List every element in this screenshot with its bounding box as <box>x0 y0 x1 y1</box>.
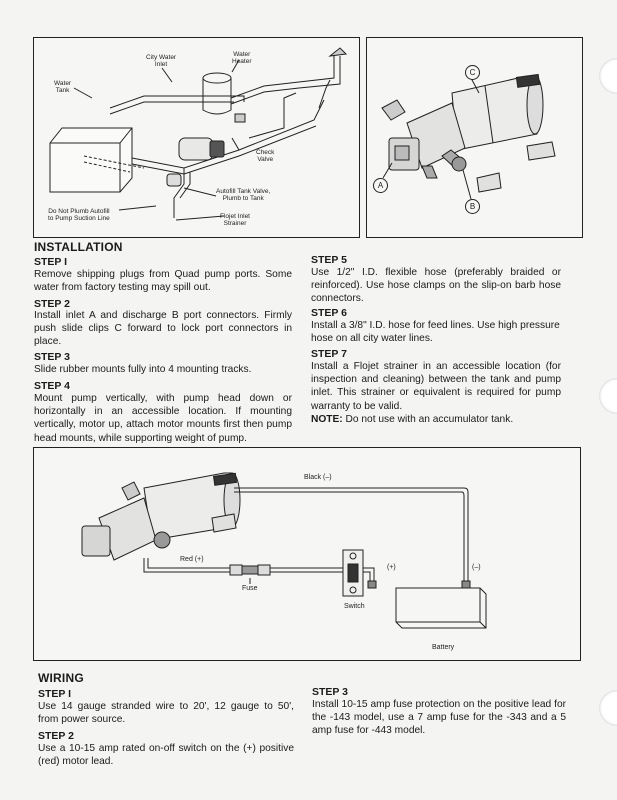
callout-b: B <box>465 199 480 214</box>
binder-hole-bottom <box>599 690 617 726</box>
label-flojet-inlet-strainer: Flojet Inlet Strainer <box>220 213 250 227</box>
install-step-5-title: STEP 5 <box>311 254 347 266</box>
label-switch: Switch <box>344 603 365 610</box>
install-step-1-text: Remove shipping plugs from Quad pump por… <box>34 269 292 294</box>
install-step-3-title: STEP 3 <box>34 351 70 363</box>
binder-hole-top <box>599 58 617 94</box>
label-black-wire: Black (–) <box>304 474 332 481</box>
install-step-4-title: STEP 4 <box>34 380 70 392</box>
install-step-1-title: STEP I <box>34 256 68 268</box>
note-text: Do not use with an accumulator tank. <box>342 414 514 425</box>
installation-heading: INSTALLATION <box>34 240 123 254</box>
pump-detail-diagram: A B C <box>366 37 583 238</box>
wiring-step-2-title: STEP 2 <box>38 730 74 742</box>
note-label: NOTE: <box>311 414 343 425</box>
wiring-step-3-text: Install 10-15 amp fuse protection on the… <box>312 699 566 737</box>
install-step-4-text: Mount pump vertically, with pump head do… <box>34 393 292 444</box>
wiring-drawing <box>81 472 487 629</box>
label-battery: Battery <box>432 644 455 651</box>
callout-a: A <box>373 178 388 193</box>
label-fuse: Fuse <box>242 585 258 592</box>
wiring-step-1-text: Use 14 gauge stranded wire to 20', 12 ga… <box>38 701 294 726</box>
plumbing-drawing <box>49 47 348 221</box>
callout-c: C <box>465 65 480 80</box>
pump-detail-drawing <box>381 73 556 200</box>
label-do-not-plumb: Do Not Plumb Autofill to Pump Suction Li… <box>48 208 110 222</box>
install-step-2-title: STEP 2 <box>34 298 70 310</box>
label-water-tank: Water Tank <box>54 80 72 94</box>
install-step-7-title: STEP 7 <box>311 348 347 360</box>
label-positive-terminal: (+) <box>387 564 396 571</box>
install-step-6-text: Install a 3/8" I.D. hose for feed lines.… <box>311 320 560 345</box>
binder-hole-middle <box>599 378 617 414</box>
install-step-3-text: Slide rubber mounts fully into 4 mountin… <box>34 364 252 375</box>
wiring-step-3-title: STEP 3 <box>312 686 348 698</box>
install-step-6-title: STEP 6 <box>311 307 347 319</box>
label-red-wire: Red (+) <box>180 556 204 563</box>
label-city-water-inlet: City Water Inlet <box>146 54 177 68</box>
wiring-step-1-title: STEP I <box>38 688 72 700</box>
installation-note: NOTE: Do not use with an accumulator tan… <box>311 413 571 426</box>
label-check-valve: Check Valve <box>256 149 275 163</box>
wiring-diagram: Black (–) Red (+) Fuse Switch (+) (–) Ba… <box>33 447 581 661</box>
label-negative-terminal: (–) <box>472 564 481 571</box>
label-autofill-tank-valve: Autofill Tank Valve, Plumb to Tank <box>216 188 271 202</box>
install-step-2-text: Install inlet A and discharge B port con… <box>34 310 292 348</box>
install-step-5-text: Use 1/2" I.D. flexible hose (preferably … <box>311 267 561 305</box>
label-water-heater: Water Heater <box>232 51 252 65</box>
wiring-heading: WIRING <box>38 671 84 685</box>
install-step-7-text: Install a Flojet strainer in an accessib… <box>311 361 561 412</box>
wiring-step-2-text: Use a 10-15 amp rated on-off switch on t… <box>38 743 294 768</box>
plumbing-diagram: City Water Inlet Water Heater Water Tank… <box>33 37 360 238</box>
